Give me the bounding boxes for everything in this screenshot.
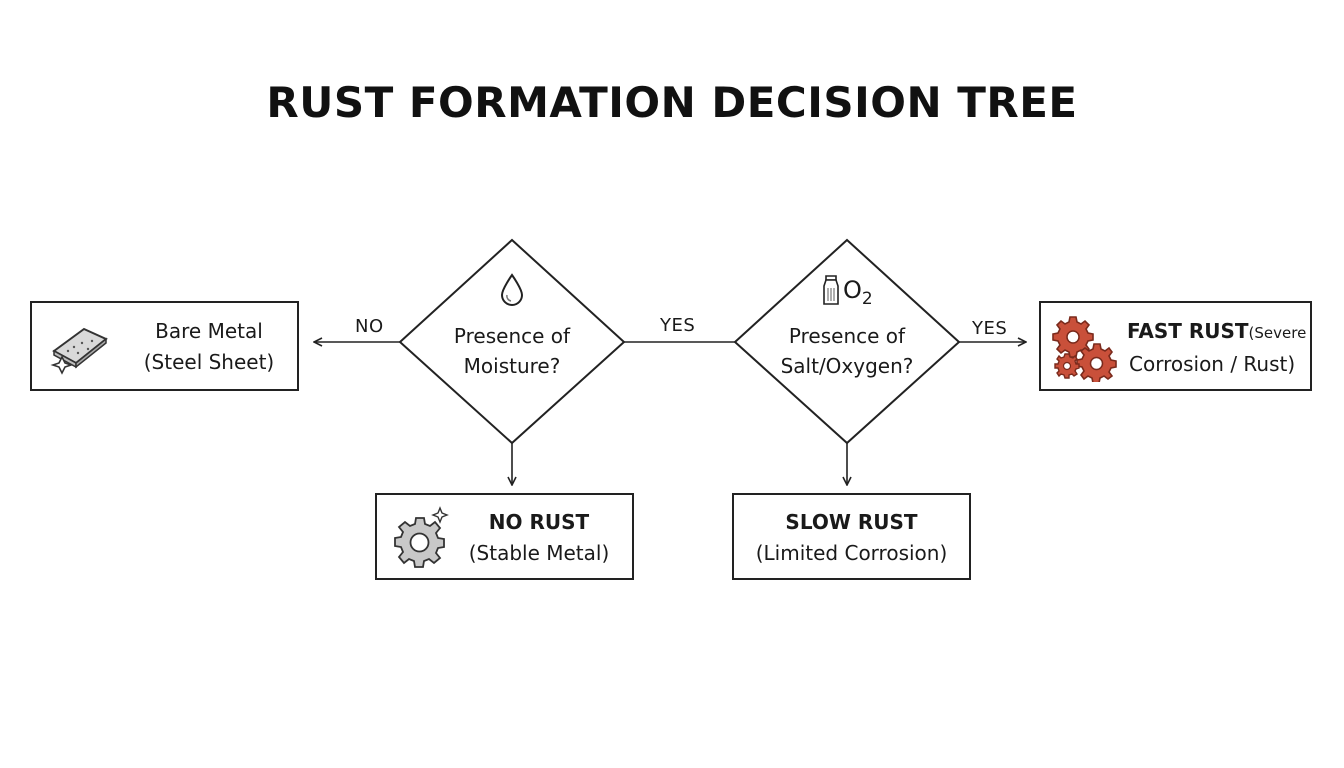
no-rust-sublabel: (Stable Metal) xyxy=(468,541,610,565)
fast-rust-sublabel: Corrosion / Rust) xyxy=(1129,352,1296,376)
no-rust-label: NO RUST xyxy=(488,510,590,534)
node-fast-rust: FAST RUST(Severe Corrosion / Rust) xyxy=(1039,301,1312,391)
oxygen-subscript: 2 xyxy=(861,289,873,309)
slow-rust-label: SLOW RUST xyxy=(785,510,918,534)
edge-label-yes-2: YES xyxy=(972,318,1008,339)
node-bare-metal: Bare Metal (Steel Sheet) xyxy=(30,301,299,391)
edge-label-yes-1: YES xyxy=(660,315,696,336)
salt-oxygen-question: Presence of Salt/Oxygen? xyxy=(762,321,932,381)
slow-rust-sublabel: (Limited Corrosion) xyxy=(755,541,948,565)
fast-rust-label: FAST RUST xyxy=(1127,319,1249,343)
salt-oxygen-question-line1: Presence of xyxy=(788,324,906,348)
fast-rust-severe: (Severe xyxy=(1248,324,1307,342)
moisture-question: Presence of Moisture? xyxy=(432,321,592,381)
bare-metal-sublabel: (Steel Sheet) xyxy=(143,350,275,374)
oxygen-letter: O xyxy=(843,276,862,304)
salt-oxygen-question-line2: Salt/Oxygen? xyxy=(780,354,914,378)
rusty-gears-icon xyxy=(1052,316,1117,382)
edge-label-no: NO xyxy=(355,316,384,337)
gear-icon xyxy=(394,506,449,568)
moisture-question-line2: Moisture? xyxy=(463,354,561,378)
steel-sheet-icon xyxy=(50,327,108,375)
fast-rust-line1: FAST RUST(Severe xyxy=(1127,316,1313,349)
oxygen-symbol: O2 xyxy=(843,276,873,309)
water-drop-icon xyxy=(500,273,524,306)
salt-shaker-icon xyxy=(823,275,839,305)
node-slow-rust: SLOW RUST (Limited Corrosion) xyxy=(732,493,971,580)
diagram-title: RUST FORMATION DECISION TREE xyxy=(266,78,1078,127)
node-no-rust: NO RUST (Stable Metal) xyxy=(375,493,634,580)
moisture-question-line1: Presence of xyxy=(453,324,571,348)
bare-metal-label: Bare Metal xyxy=(155,319,263,343)
